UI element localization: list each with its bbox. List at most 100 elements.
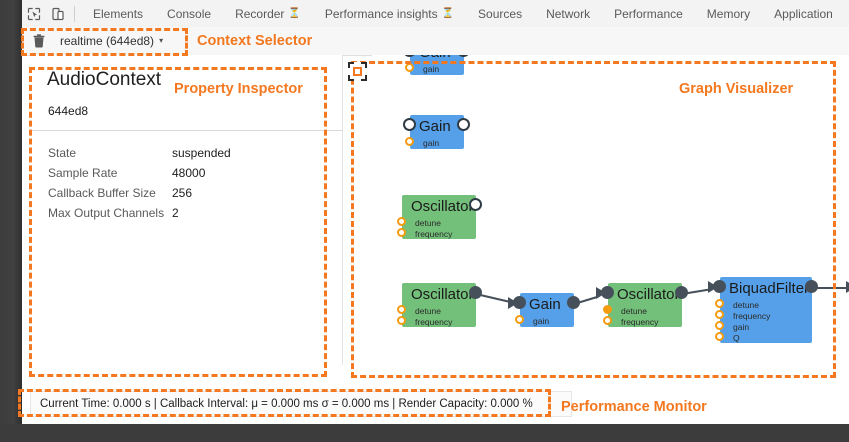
graph-port-output[interactable] bbox=[469, 286, 482, 299]
graph-node-params: gain bbox=[410, 64, 464, 79]
graph-node-param-frequency: frequency bbox=[415, 229, 453, 239]
annotation-context-selector: Context Selector bbox=[197, 33, 313, 49]
property-key: Callback Buffer Size bbox=[48, 186, 156, 200]
graph-port-param-Q[interactable] bbox=[715, 332, 724, 341]
graph-port-param-frequency[interactable] bbox=[603, 316, 612, 325]
graph-port-input[interactable] bbox=[513, 296, 526, 309]
tab-label: Console bbox=[167, 6, 212, 21]
context-selector-dropdown[interactable]: realtime (644ed8) ▾ bbox=[54, 32, 169, 50]
devtools-panel: Elements Console Recorder ⏳ Performance … bbox=[22, 0, 849, 424]
context-id: 644ed8 bbox=[48, 104, 89, 118]
tab-label: Memory bbox=[706, 6, 751, 21]
graph-node-param-frequency: frequency bbox=[621, 317, 659, 327]
tab-label: Performance bbox=[614, 6, 683, 21]
tab-memory[interactable]: Memory bbox=[695, 1, 762, 27]
graph-port-output[interactable] bbox=[567, 296, 580, 309]
graph-port-param-gain[interactable] bbox=[715, 321, 724, 330]
property-value: 48000 bbox=[172, 166, 206, 180]
context-selector-value: realtime (644ed8) bbox=[60, 34, 155, 48]
graph-port-param-detune[interactable] bbox=[603, 305, 612, 314]
graph-node-param-gain: gain bbox=[533, 316, 550, 326]
graph-port-output[interactable] bbox=[469, 198, 482, 211]
panel-resize-handle-icon[interactable] bbox=[348, 62, 367, 81]
property-value: 256 bbox=[172, 186, 193, 200]
graph-node-gain-3[interactable]: Gain gain bbox=[513, 293, 580, 327]
annotation-property-inspector: Property Inspector bbox=[174, 81, 303, 97]
property-table: State suspended Sample Rate 48000 Callba… bbox=[48, 143, 342, 223]
property-key: State bbox=[48, 146, 77, 160]
graph-port-output[interactable] bbox=[457, 118, 470, 131]
tab-label: Sources bbox=[478, 6, 523, 21]
graph-port-output[interactable] bbox=[675, 286, 688, 299]
device-toolbar-icon[interactable] bbox=[46, 2, 70, 26]
divider bbox=[30, 130, 342, 131]
window-left-chrome bbox=[0, 0, 22, 442]
tab-elements[interactable]: Elements bbox=[81, 1, 155, 27]
tab-label: Elements bbox=[93, 6, 144, 21]
graph-port-input[interactable] bbox=[403, 118, 416, 131]
graph-port-param-gain[interactable] bbox=[405, 63, 414, 72]
graph-node-param-detune: detune bbox=[415, 306, 441, 316]
tab-recorder[interactable]: Recorder ⏳ bbox=[223, 1, 313, 27]
tab-label: Application bbox=[774, 6, 833, 21]
tab-label: Performance insights bbox=[324, 6, 438, 21]
graph-port-param-frequency[interactable] bbox=[397, 316, 406, 325]
property-value: 2 bbox=[172, 206, 179, 220]
tab-label: Network bbox=[546, 6, 591, 21]
graph-node-label: Oscillator bbox=[617, 286, 680, 303]
inspect-element-icon[interactable] bbox=[22, 2, 46, 26]
annotation-graph-visualizer: Graph Visualizer bbox=[679, 81, 794, 97]
graph-port-param-frequency[interactable] bbox=[397, 228, 406, 237]
graph-port-param-gain[interactable] bbox=[515, 315, 524, 324]
graph-node-label: BiquadFilter bbox=[729, 280, 810, 297]
trash-icon[interactable] bbox=[26, 28, 52, 54]
graph-node-gain-2[interactable]: Gain gain bbox=[403, 115, 470, 149]
graph-node-param-detune: detune bbox=[621, 306, 647, 316]
graph-port-output[interactable] bbox=[805, 280, 818, 293]
tab-label: Recorder bbox=[235, 6, 285, 21]
performance-monitor-bar: Current Time: 0.000 s | Callback Interva… bbox=[30, 391, 572, 417]
chevron-down-icon: ▾ bbox=[159, 36, 164, 45]
tabbar-divider bbox=[74, 5, 75, 22]
tab-console[interactable]: Console bbox=[155, 1, 223, 27]
table-row: Max Output Channels 2 bbox=[48, 203, 342, 223]
graph-node-label: Gain bbox=[529, 296, 561, 313]
tab-performance[interactable]: Performance bbox=[602, 1, 695, 27]
graph-node-param-detune: detune bbox=[415, 218, 441, 228]
experiment-icon: ⏳ bbox=[288, 8, 301, 19]
graph-node-label: Oscillator bbox=[411, 198, 474, 215]
graph-port-param-detune[interactable] bbox=[715, 299, 724, 308]
graph-port-param-frequency[interactable] bbox=[715, 310, 724, 319]
graph-edge-arrow bbox=[846, 281, 849, 293]
annotation-performance-monitor: Performance Monitor bbox=[561, 399, 707, 415]
graph-node-label: Gain bbox=[419, 118, 451, 135]
table-row: Sample Rate 48000 bbox=[48, 163, 342, 183]
tab-application[interactable]: Application bbox=[762, 1, 845, 27]
graph-port-param-detune[interactable] bbox=[397, 217, 406, 226]
graph-node-label: Oscillator bbox=[411, 286, 474, 303]
page-title: AudioContext bbox=[47, 69, 162, 90]
tab-network[interactable]: Network bbox=[534, 1, 602, 27]
graph-node-param-gain: gain bbox=[733, 322, 750, 332]
tab-performance-insights[interactable]: Performance insights ⏳ bbox=[313, 1, 466, 27]
graph-port-param-detune[interactable] bbox=[397, 305, 406, 314]
graph-node-params: gain bbox=[520, 316, 574, 331]
property-inspector-pane: AudioContext 644ed8 State suspended Samp… bbox=[30, 55, 343, 365]
graph-port-param-gain[interactable] bbox=[405, 137, 414, 146]
tab-sources[interactable]: Sources bbox=[466, 1, 534, 27]
graph-port-input[interactable] bbox=[713, 280, 726, 293]
graph-port-input[interactable] bbox=[601, 286, 614, 299]
graph-visualizer-pane[interactable]: GaingainGaingainOscillatordetunefrequenc… bbox=[372, 55, 849, 365]
graph-node-param-gain: gain bbox=[423, 138, 440, 148]
performance-monitor-text: Current Time: 0.000 s | Callback Interva… bbox=[40, 398, 533, 410]
graph-node-param-frequency: frequency bbox=[415, 317, 453, 327]
